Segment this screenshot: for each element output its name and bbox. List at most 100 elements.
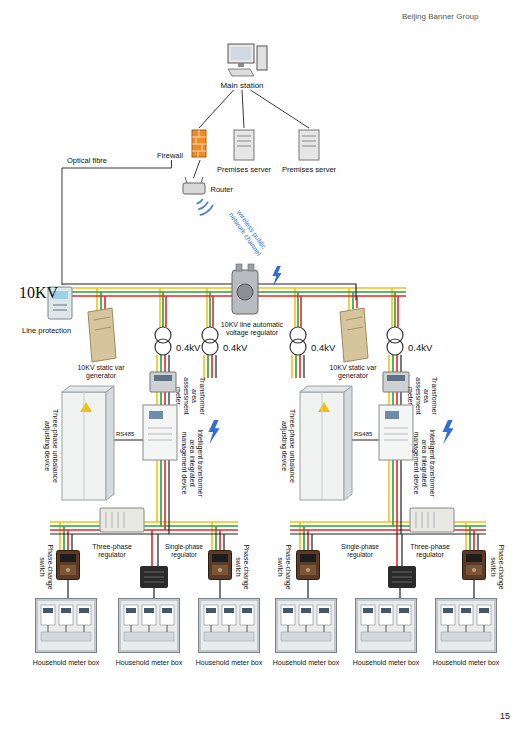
neutral-wire (50, 284, 486, 598)
voltage-regulator-icon (232, 270, 258, 314)
node-caption: Firewall (157, 151, 183, 160)
firewall-icon (192, 130, 206, 157)
unbalance-cabinet-icon (318, 402, 330, 412)
main-computer-icon (238, 63, 244, 67)
node-caption: Premises server (282, 165, 336, 174)
meter-box-label: Household meter box (426, 659, 506, 667)
device-label: Three-phase regulator (405, 543, 455, 559)
voltage-label: 0.4kV (223, 343, 247, 354)
unbalance-cabinet-icon (84, 392, 85, 500)
network-link (250, 90, 309, 128)
neutral-wire (50, 284, 486, 598)
three-phase-regulator-icon (106, 512, 124, 528)
device-label: Three-phase unbalance adjusting device (280, 398, 296, 494)
firewall-icon (192, 130, 206, 157)
meter-box-icon (356, 599, 417, 653)
phase-change-switch-icon (57, 551, 80, 580)
device-label: Single-phase regulator (336, 543, 384, 558)
server-icon (299, 130, 319, 160)
node-caption: Line protection (22, 326, 71, 335)
main-computer-icon (231, 47, 251, 60)
wireless-waves (198, 202, 208, 210)
router-icon (183, 183, 205, 194)
phase-change-switch-icon (463, 551, 486, 580)
assessment-meter-icon (383, 372, 409, 392)
device-label: Phase-change switch (234, 543, 250, 591)
assessment-meter-icon (387, 375, 405, 381)
device-label: Transformer area assessment meter (406, 372, 438, 420)
management-device-icon (385, 411, 399, 419)
meter-box-label: Household meter box (109, 659, 189, 667)
server-node: Premises server (276, 128, 342, 174)
device-label: Transformer area assessment meter (174, 372, 206, 420)
management-device-icon (384, 428, 408, 440)
network-link (194, 160, 201, 178)
red-phase-wire (50, 296, 486, 566)
network-link (242, 90, 244, 128)
single-phase-regulator-icon (392, 572, 412, 582)
main-computer-icon (257, 46, 267, 70)
router-node: Router (180, 178, 234, 200)
management-device-icon (148, 428, 172, 440)
management-device-icon (143, 405, 177, 460)
voltage-label: 0.4kV (408, 343, 432, 354)
node-caption: Premises server (217, 165, 271, 174)
unbalance-cabinet-icon (300, 386, 352, 392)
three-phase-regulator-icon (410, 508, 454, 532)
meter-box-icon (36, 599, 497, 653)
meter-box-label: Household meter box (266, 659, 346, 667)
three-phase-regulator-icon (100, 508, 454, 532)
wireless-waves (197, 199, 203, 204)
meter-box-label: Household meter box (26, 659, 106, 667)
single-phase-regulator-icon (140, 566, 168, 588)
static-var-generator-icon (94, 317, 111, 330)
transformer-symbol (202, 327, 218, 355)
assessment-meter-icon (154, 375, 172, 381)
static-var-generator-icon (88, 308, 116, 362)
wireless-waves (200, 205, 213, 215)
meter-box-icon (276, 599, 337, 653)
unbalance-cabinet-icon (62, 386, 352, 500)
assessment-meter-icon (150, 372, 176, 392)
green-phase-wire (50, 292, 486, 550)
voltage-regulator-icon (237, 284, 253, 300)
device-label: 10KV static var generator (73, 364, 129, 380)
voltage-regulator-icon (248, 264, 254, 271)
management-device-icon (149, 411, 163, 419)
wireless-symbol (272, 266, 281, 286)
firewall-icon (192, 130, 206, 157)
voltage-regulator-icon (236, 264, 242, 271)
computer-node: Main station (200, 40, 284, 90)
static-var-generator-icon (340, 308, 368, 362)
main-computer-icon (228, 69, 254, 76)
meter-box-label: Household meter box (189, 659, 269, 667)
brand-name: Beijing Banner Group (402, 12, 479, 21)
channel-label: wireless public network channel (221, 199, 274, 266)
three-phase-regulator-icon (416, 512, 434, 528)
device-label: 10KV static var generator (325, 364, 381, 380)
device-label: Three-phase unbalance adjusting device (43, 398, 59, 494)
meter-box-icon (436, 599, 497, 653)
server-node: Premises server (214, 128, 274, 174)
unbalance-cabinet-icon (80, 402, 92, 412)
meter-box-label: Household meter box (346, 659, 426, 667)
firewall-node: Firewall (155, 128, 210, 160)
transformer-symbol (155, 327, 171, 355)
router-icon (183, 177, 205, 194)
transformer-symbol (387, 327, 403, 355)
wireless-symbol (442, 420, 453, 444)
server-icon (237, 136, 251, 146)
meter-box-icon (119, 599, 180, 653)
phase-change-switch-icon (209, 551, 232, 580)
wireless-symbol (208, 420, 219, 444)
server-icon (234, 130, 254, 160)
unbalance-cabinet-icon (322, 392, 323, 500)
unbalance-cabinet-icon (62, 386, 114, 392)
wireless-waves (197, 199, 214, 215)
device-label: Phase-change switch (38, 543, 54, 591)
network-link (199, 90, 234, 128)
device-label: Three-phase regulator (87, 543, 137, 559)
three-phase-regulator-icon (100, 508, 144, 532)
device-label: Intelligent transformer area integrated … (412, 423, 436, 503)
unbalance-cabinet-icon (106, 386, 114, 500)
